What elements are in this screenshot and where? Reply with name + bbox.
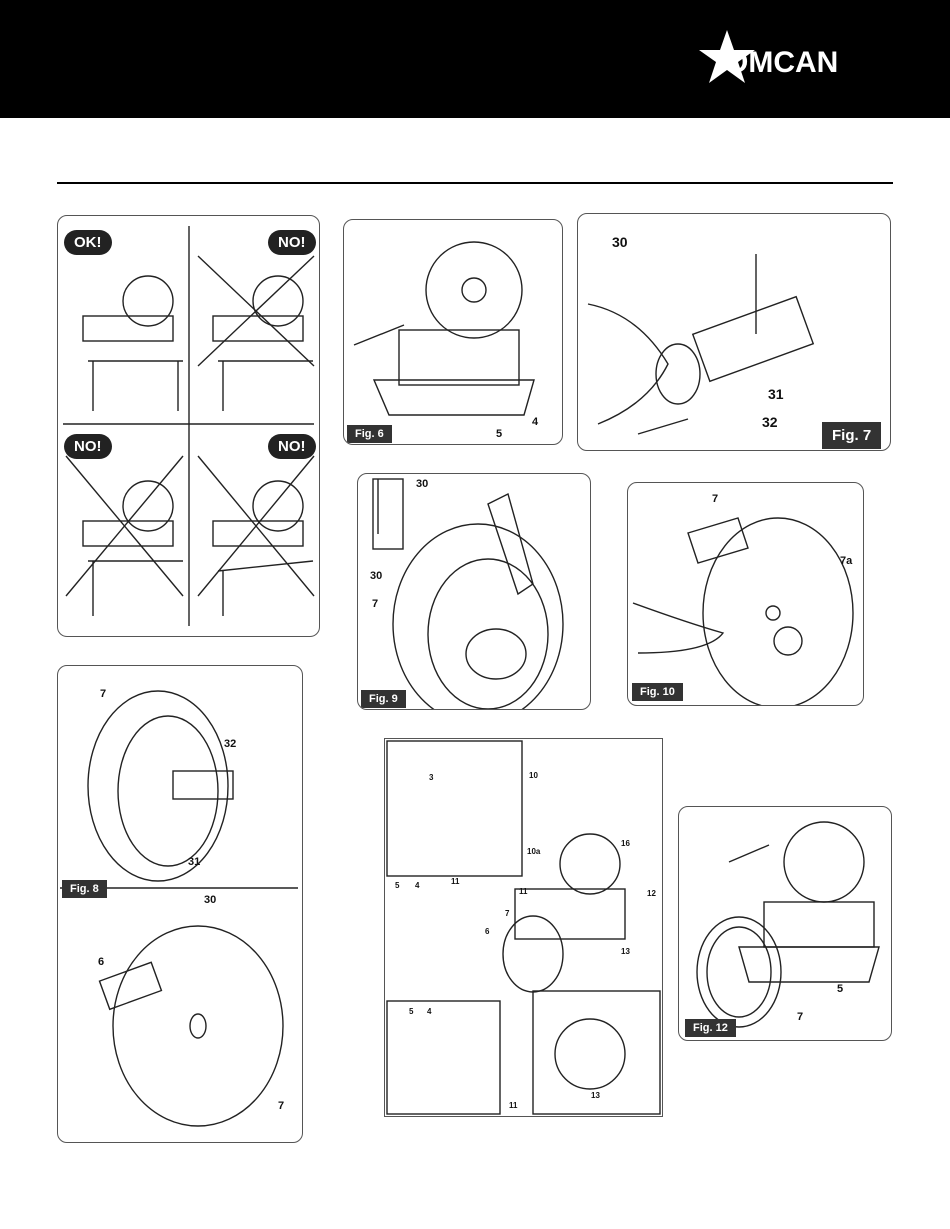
callout: 12	[647, 889, 656, 898]
callout: 16	[621, 839, 630, 848]
figure-9: 30 30 7 Fig. 9	[357, 473, 591, 710]
callout: 30	[370, 570, 382, 582]
callout: 5	[395, 881, 399, 890]
callout: 30	[612, 234, 628, 250]
callout: 31	[188, 856, 200, 868]
callout: 5	[837, 983, 843, 995]
figure-11: 3 10 10a 16 5 4 11 11 12 7 6 13 5 4 11 1…	[384, 738, 663, 1117]
callout: 11	[509, 1101, 517, 1110]
callout: 7	[505, 909, 509, 918]
callout: 3	[429, 773, 433, 782]
omcan-logo: OMCAN	[695, 28, 895, 94]
figure-12: 5 7 Fig. 12	[678, 806, 892, 1041]
no-badge: NO!	[268, 434, 316, 459]
callout: 4	[427, 1007, 431, 1016]
no-badge: NO!	[268, 230, 316, 255]
page-header: OMCAN	[0, 0, 950, 118]
setup-illustration	[58, 216, 319, 636]
handwheel-illustration	[358, 474, 590, 709]
figure-label: Fig. 6	[347, 425, 392, 443]
callout: 32	[762, 414, 778, 430]
callout: 6	[98, 956, 104, 968]
callout: 31	[768, 386, 784, 402]
lock-illustration	[628, 483, 863, 705]
callout: 11	[519, 887, 527, 896]
callout: 7	[712, 493, 718, 505]
figure-10: 7 7a Fig. 10	[627, 482, 864, 706]
callout: 13	[621, 947, 630, 956]
slicer-illustration	[344, 220, 562, 444]
callout: 4	[415, 881, 419, 890]
callout: 10	[529, 771, 538, 780]
setup-panel: OK! NO! NO! NO!	[57, 215, 320, 637]
callout: 5	[496, 428, 502, 440]
callout: 6	[485, 927, 489, 936]
figure-label: Fig. 12	[685, 1019, 736, 1037]
no-badge: NO!	[64, 434, 112, 459]
callout: 7	[797, 1011, 803, 1023]
callout: 11	[451, 877, 459, 886]
callout: 5	[409, 1007, 413, 1016]
wheel-removal-illustration	[58, 666, 302, 1142]
figure-8: 7 32 31 Fig. 8 30 6 7	[57, 665, 303, 1143]
callout: 32	[224, 738, 236, 750]
figure-label: Fig. 9	[361, 690, 406, 708]
callout: 4	[532, 416, 538, 428]
callout: 7a	[840, 555, 852, 567]
figure-7: 30 31 32 Fig. 7	[577, 213, 891, 451]
callout: 30	[204, 894, 216, 906]
blade-adjust-illustration	[385, 739, 662, 1116]
callout: 30	[416, 478, 428, 490]
figure-label: Fig. 8	[62, 880, 107, 898]
ok-badge: OK!	[64, 230, 112, 255]
figure-6: 5 4 Fig. 6	[343, 219, 563, 445]
callout: 7	[100, 688, 106, 700]
divider	[57, 182, 893, 184]
slicer-operation-illustration	[679, 807, 891, 1040]
figure-label: Fig. 7	[822, 422, 881, 449]
callout: 13	[591, 1091, 600, 1100]
callout: 7	[278, 1100, 284, 1112]
callout: 10a	[527, 847, 540, 856]
figure-label: Fig. 10	[632, 683, 683, 701]
brand-name: OMCAN	[725, 46, 838, 80]
callout: 7	[372, 598, 378, 610]
